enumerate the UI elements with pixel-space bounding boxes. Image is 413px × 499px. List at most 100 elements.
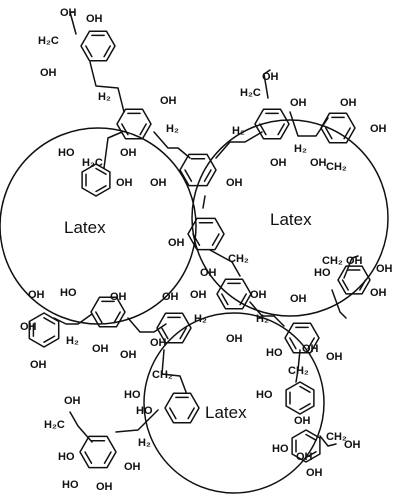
atom-oh: OH xyxy=(370,123,387,135)
benzene-ring xyxy=(79,435,117,469)
atom-oh: OH xyxy=(226,333,243,345)
bridge-bottom-left xyxy=(161,349,187,393)
double-bond xyxy=(184,169,193,182)
atom-oh: OH xyxy=(150,337,167,349)
bridge-right-down xyxy=(331,289,347,319)
atom-ho: HO xyxy=(272,443,289,455)
atom-ch2: CH₂ xyxy=(152,369,173,381)
atom-h2: H₂ xyxy=(98,91,111,103)
atom-labels: OH OH H₂C OH H₂ OH OH HO H₂C OH H₂ OH OH… xyxy=(20,7,393,493)
benzene-ring xyxy=(164,392,200,424)
atom-h2c: H₂C xyxy=(240,87,261,99)
atom-oh: OH xyxy=(124,461,141,473)
bridge-top xyxy=(89,61,125,113)
double-bond xyxy=(325,127,333,140)
double-bond xyxy=(85,45,93,58)
benzene-ring xyxy=(216,278,252,310)
latex-particle-bottom: Latex xyxy=(143,312,325,494)
double-bond xyxy=(299,403,311,411)
double-bond xyxy=(192,233,201,246)
atom-oh: OH xyxy=(200,267,217,279)
atom-h2c: H₂C xyxy=(38,35,59,47)
atom-oh: OH xyxy=(302,343,319,355)
bridge-bottom-far-left xyxy=(115,409,159,433)
atom-oh: OH xyxy=(190,289,207,301)
atom-oh: OH xyxy=(250,289,267,301)
atom-h2: H₂ xyxy=(194,313,207,325)
hydroxymethyl-far-right xyxy=(343,255,359,279)
atom-oh: OH xyxy=(40,67,57,79)
atom-ho: HO xyxy=(314,267,331,279)
bridge-middle-down xyxy=(209,249,241,277)
double-bond xyxy=(203,169,212,182)
double-bond xyxy=(359,279,367,291)
benzene-ring xyxy=(156,312,192,344)
benzene-ring xyxy=(28,312,60,348)
atom-oh: OH xyxy=(310,157,327,169)
atom-oh: OH xyxy=(344,439,361,451)
atom-oh: OH xyxy=(86,13,103,25)
atom-oh: OH xyxy=(376,263,393,275)
atom-oh: OH xyxy=(162,291,179,303)
atom-oh: OH xyxy=(120,349,137,361)
atom-ch2: CH₂ xyxy=(228,253,249,265)
bridge-row-right xyxy=(249,301,285,327)
double-bond xyxy=(179,327,187,340)
atom-ho: HO xyxy=(136,405,153,417)
double-bond xyxy=(305,451,317,459)
atom-oh: OH xyxy=(270,157,287,169)
atom-oh: OH xyxy=(64,395,81,407)
atom-ho: HO xyxy=(58,147,75,159)
double-bond xyxy=(139,123,147,136)
atom-oh: OH xyxy=(116,177,133,189)
benzene-ring xyxy=(90,296,126,328)
atom-oh: OH xyxy=(160,95,177,107)
latex-particle-right-outline xyxy=(191,119,389,317)
atom-h2: H₂ xyxy=(166,123,179,135)
double-bond xyxy=(187,407,195,420)
atom-ho: HO xyxy=(62,479,79,491)
double-bond xyxy=(121,123,129,136)
latex-particle-right: Latex xyxy=(191,119,389,317)
atom-oh: OH xyxy=(290,97,307,109)
atom-oh: OH xyxy=(262,71,279,83)
double-bond xyxy=(221,293,229,306)
double-bond xyxy=(103,45,111,58)
aromatic-rings xyxy=(28,30,371,469)
hydroxymethyl-right xyxy=(263,69,271,99)
benzene-ring xyxy=(254,108,290,140)
atom-oh: OH xyxy=(150,177,167,189)
double-bond xyxy=(305,433,317,441)
hydroxymethyl-top xyxy=(69,11,77,35)
bridge-center-right xyxy=(215,131,263,159)
atom-ho: HO xyxy=(256,389,273,401)
atom-ho: HO xyxy=(60,287,77,299)
atom-ho: HO xyxy=(266,347,283,359)
benzene-ring xyxy=(80,30,116,62)
atom-oh: OH xyxy=(226,177,243,189)
bridge-left-ring-up xyxy=(103,131,123,169)
bridge-top-left-center xyxy=(153,131,191,159)
latex-particle-right-label: Latex xyxy=(270,210,312,229)
double-bond xyxy=(169,407,177,420)
atom-h2c: H₂C xyxy=(82,157,103,169)
atom-h2: H₂ xyxy=(138,437,151,449)
atom-oh: OH xyxy=(296,451,313,463)
atom-oh: OH xyxy=(340,97,357,109)
atom-oh: OH xyxy=(120,147,137,159)
atom-oh: OH xyxy=(96,481,113,493)
bridge-left-row xyxy=(53,313,93,325)
benzene-ring xyxy=(116,108,152,140)
double-bond xyxy=(299,385,311,393)
methylene-bridges xyxy=(53,11,359,447)
bridge-row-center xyxy=(127,317,167,333)
atom-ch2: CH₂ xyxy=(326,431,347,443)
atom-oh: OH xyxy=(28,289,45,301)
benzene-ring xyxy=(285,381,315,415)
atom-oh: OH xyxy=(306,467,323,479)
hydroxymethyl-bottom-left xyxy=(69,411,93,443)
latex-particle-bottom-outline xyxy=(143,312,325,494)
double-bond xyxy=(95,311,103,324)
